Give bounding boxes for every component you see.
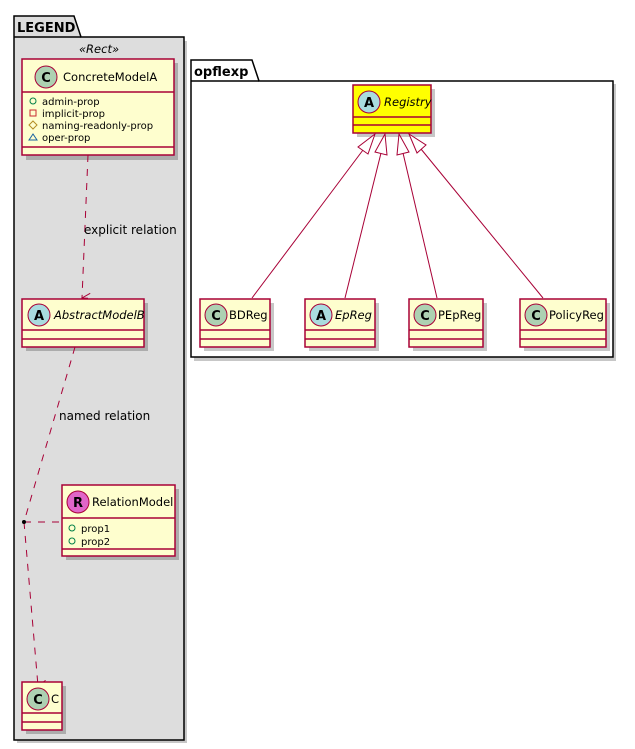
svg-text:A: A xyxy=(34,309,44,324)
class-relation-model[interactable]: R RelationModel prop1 prop2 xyxy=(61,484,179,560)
class-name: BDReg xyxy=(229,308,268,322)
edge-epreg-to-registry xyxy=(344,132,388,299)
private-square-icon xyxy=(29,109,37,117)
inheritance-arrow-icon xyxy=(357,132,377,155)
svg-text:A: A xyxy=(316,309,326,324)
class-letter: C xyxy=(41,71,51,86)
svg-text:oper-prop: oper-prop xyxy=(42,133,90,144)
svg-text:admin-prop: admin-prop xyxy=(42,97,100,108)
class-circle-icon xyxy=(204,303,228,327)
svg-text:prop1: prop1 xyxy=(81,524,110,535)
class-c[interactable]: C C xyxy=(21,681,66,734)
named-relation-label: named relation xyxy=(59,409,150,423)
attribute-implicit-prop: implicit-prop xyxy=(29,109,105,120)
public-circle-icon xyxy=(68,524,76,532)
protected-diamond-icon xyxy=(28,120,38,130)
legend-title: LEGEND xyxy=(17,21,76,36)
svg-text:C: C xyxy=(33,693,43,708)
svg-text:C: C xyxy=(211,309,221,324)
inheritance-arrow-icon xyxy=(407,132,427,154)
class-circle-icon xyxy=(524,303,548,327)
svg-text:C: C xyxy=(420,309,430,324)
edge-named-relation: named relation xyxy=(22,346,150,691)
package-triangle-icon xyxy=(28,133,38,141)
class-name: ConcreteModelA xyxy=(63,70,157,84)
class-circle-icon xyxy=(26,687,50,711)
class-bdreg[interactable]: C BDReg xyxy=(199,298,274,351)
association-point xyxy=(22,520,26,524)
legend-stereotype: «Rect» xyxy=(79,42,119,56)
class-name: C xyxy=(51,692,59,706)
svg-text:prop2: prop2 xyxy=(81,537,110,548)
class-concrete-model-a[interactable]: C ConcreteModelA admin-prop implicit-pro… xyxy=(21,58,178,160)
svg-text:C: C xyxy=(531,309,541,324)
class-name: AbstractModelB xyxy=(53,308,145,322)
relation-circle-icon xyxy=(66,490,90,514)
edge-explicit-relation: explicit relation xyxy=(81,154,177,304)
package-title: opflexp xyxy=(194,65,248,80)
svg-text:implicit-prop: implicit-prop xyxy=(42,109,105,120)
class-name: PolicyReg xyxy=(549,308,604,322)
class-pepreg[interactable]: C PEpReg xyxy=(408,298,487,351)
attribute-naming-readonly-prop: naming-readonly-prop xyxy=(28,120,153,132)
attribute-prop1: prop1 xyxy=(68,524,110,535)
svg-text:A: A xyxy=(364,96,374,111)
edge-policyreg-to-registry xyxy=(407,132,544,299)
legend-package: LEGEND «Rect» xyxy=(13,15,187,743)
edge-pepreg-to-registry xyxy=(396,132,438,299)
svg-text:naming-readonly-prop: naming-readonly-prop xyxy=(42,121,153,132)
inheritance-arrow-icon xyxy=(396,132,410,156)
abstract-circle-icon xyxy=(27,303,51,327)
class-name: PEpReg xyxy=(438,308,481,322)
class-circle-icon xyxy=(34,65,58,89)
class-name: RelationModel xyxy=(92,495,173,509)
public-circle-icon xyxy=(29,97,37,105)
attribute-prop2: prop2 xyxy=(68,537,110,548)
attribute-admin-prop: admin-prop xyxy=(29,97,100,108)
abstract-circle-icon xyxy=(309,303,333,327)
inheritance-arrow-icon xyxy=(374,132,388,156)
public-circle-icon xyxy=(68,537,76,545)
class-registry[interactable]: A Registry xyxy=(352,84,435,137)
inheritance-edges xyxy=(251,132,544,299)
edge-bdreg-to-registry xyxy=(251,132,377,299)
explicit-relation-label: explicit relation xyxy=(84,223,177,237)
svg-text:R: R xyxy=(73,496,83,511)
class-abstract-model-b[interactable]: A AbstractModelB xyxy=(21,298,148,351)
attribute-oper-prop: oper-prop xyxy=(28,133,90,144)
abstract-circle-icon xyxy=(357,90,381,114)
class-policyreg[interactable]: C PolicyReg xyxy=(519,298,610,351)
class-epreg[interactable]: A EpReg xyxy=(304,298,379,351)
class-name: EpReg xyxy=(335,308,372,322)
class-circle-icon xyxy=(413,303,437,327)
opflexp-package: opflexp xyxy=(190,59,616,361)
class-name: Registry xyxy=(384,95,432,109)
